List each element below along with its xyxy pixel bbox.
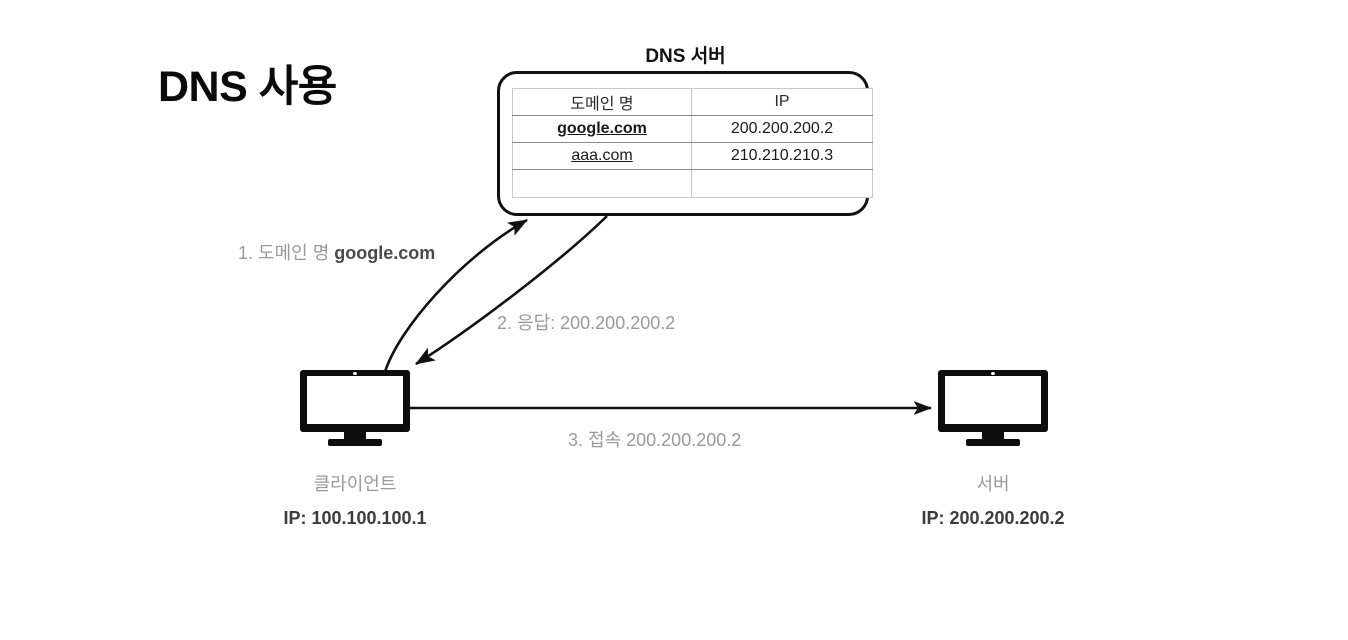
monitor-neck: [982, 431, 1004, 441]
table-row-empty: [512, 169, 873, 198]
monitor-camera-icon: [353, 372, 357, 375]
cell-ip-google: 200.200.200.2: [691, 115, 873, 143]
step3-label: 3. 접속 200.200.200.2: [568, 430, 742, 450]
step1-label: 1. 도메인 명 google.com: [238, 239, 435, 265]
monitor-screen: [307, 376, 403, 424]
cell-domain-empty: [512, 169, 692, 198]
monitor-neck: [344, 431, 366, 441]
cell-ip-aaa: 210.210.210.3: [691, 142, 873, 170]
client-monitor-icon: [300, 365, 410, 446]
client-label: 클라이언트: [313, 474, 397, 494]
monitor-screen: [945, 376, 1041, 424]
page-title: DNS 사용: [158, 63, 337, 111]
step1-prefix: 1. 도메인 명: [238, 243, 335, 263]
cell-domain-aaa: aaa.com: [512, 142, 692, 170]
cell-domain-google: google.com: [512, 115, 692, 143]
server-monitor-icon: [938, 365, 1048, 446]
table-row: aaa.com 210.210.210.3: [512, 142, 873, 170]
monitor-base: [966, 439, 1020, 446]
server-label: 서버: [976, 474, 1010, 494]
dns-record-table: 도메인 명 IP google.com 200.200.200.2 aaa.co…: [512, 88, 873, 198]
cell-ip-empty: [691, 169, 873, 198]
server-ip-label: IP: 200.200.200.2: [921, 508, 1065, 528]
step2-label: 2. 응답: 200.200.200.2: [497, 313, 676, 333]
monitor-camera-icon: [991, 372, 995, 375]
column-header-domain: 도메인 명: [512, 88, 692, 116]
client-ip-label: IP: 100.100.100.1: [283, 508, 427, 528]
step1-emphasis: google.com: [334, 243, 436, 263]
dns-server-caption: DNS 서버: [645, 46, 726, 67]
arrow-step2-response: [415, 215, 608, 366]
table-header-row: 도메인 명 IP: [512, 88, 873, 116]
monitor-base: [328, 439, 382, 446]
column-header-ip: IP: [691, 88, 873, 116]
table-row: google.com 200.200.200.2: [512, 115, 873, 143]
